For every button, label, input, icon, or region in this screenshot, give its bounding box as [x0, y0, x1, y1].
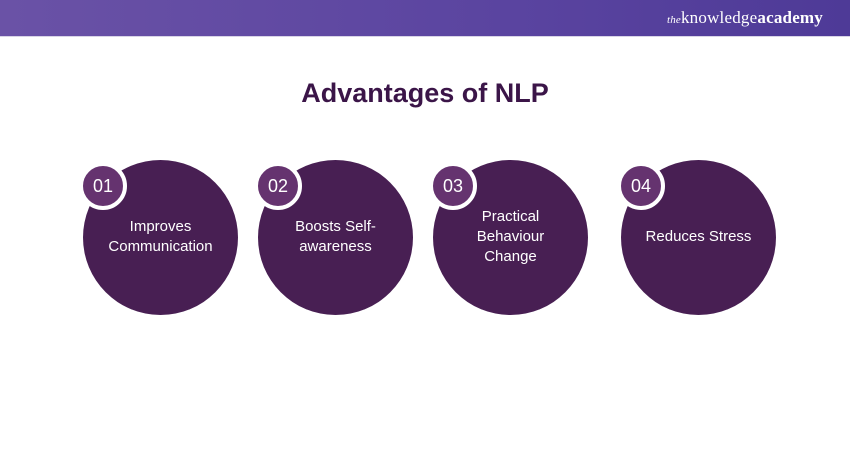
logo-knowledge: knowledge: [680, 8, 758, 27]
number-badge-2: 02: [254, 162, 302, 210]
logo-the: the: [666, 14, 681, 26]
number-badge-4: 04: [617, 162, 665, 210]
brand-logo[interactable]: theknowledgeacademy: [667, 8, 823, 28]
logo-academy: academy: [757, 8, 823, 27]
header-bar: theknowledgeacademy: [0, 0, 850, 37]
advantage-label: Reduces Stress: [645, 227, 752, 245]
advantage-label: Boosts Self-awareness: [295, 217, 376, 255]
page-title: Advantages of NLP: [301, 78, 549, 108]
advantage-label: Practical Behaviour Change: [476, 207, 545, 265]
advantage-label: Improves Communication: [108, 217, 213, 255]
number-badge-1: 01: [79, 162, 127, 210]
number-badge-3: 03: [429, 162, 477, 210]
